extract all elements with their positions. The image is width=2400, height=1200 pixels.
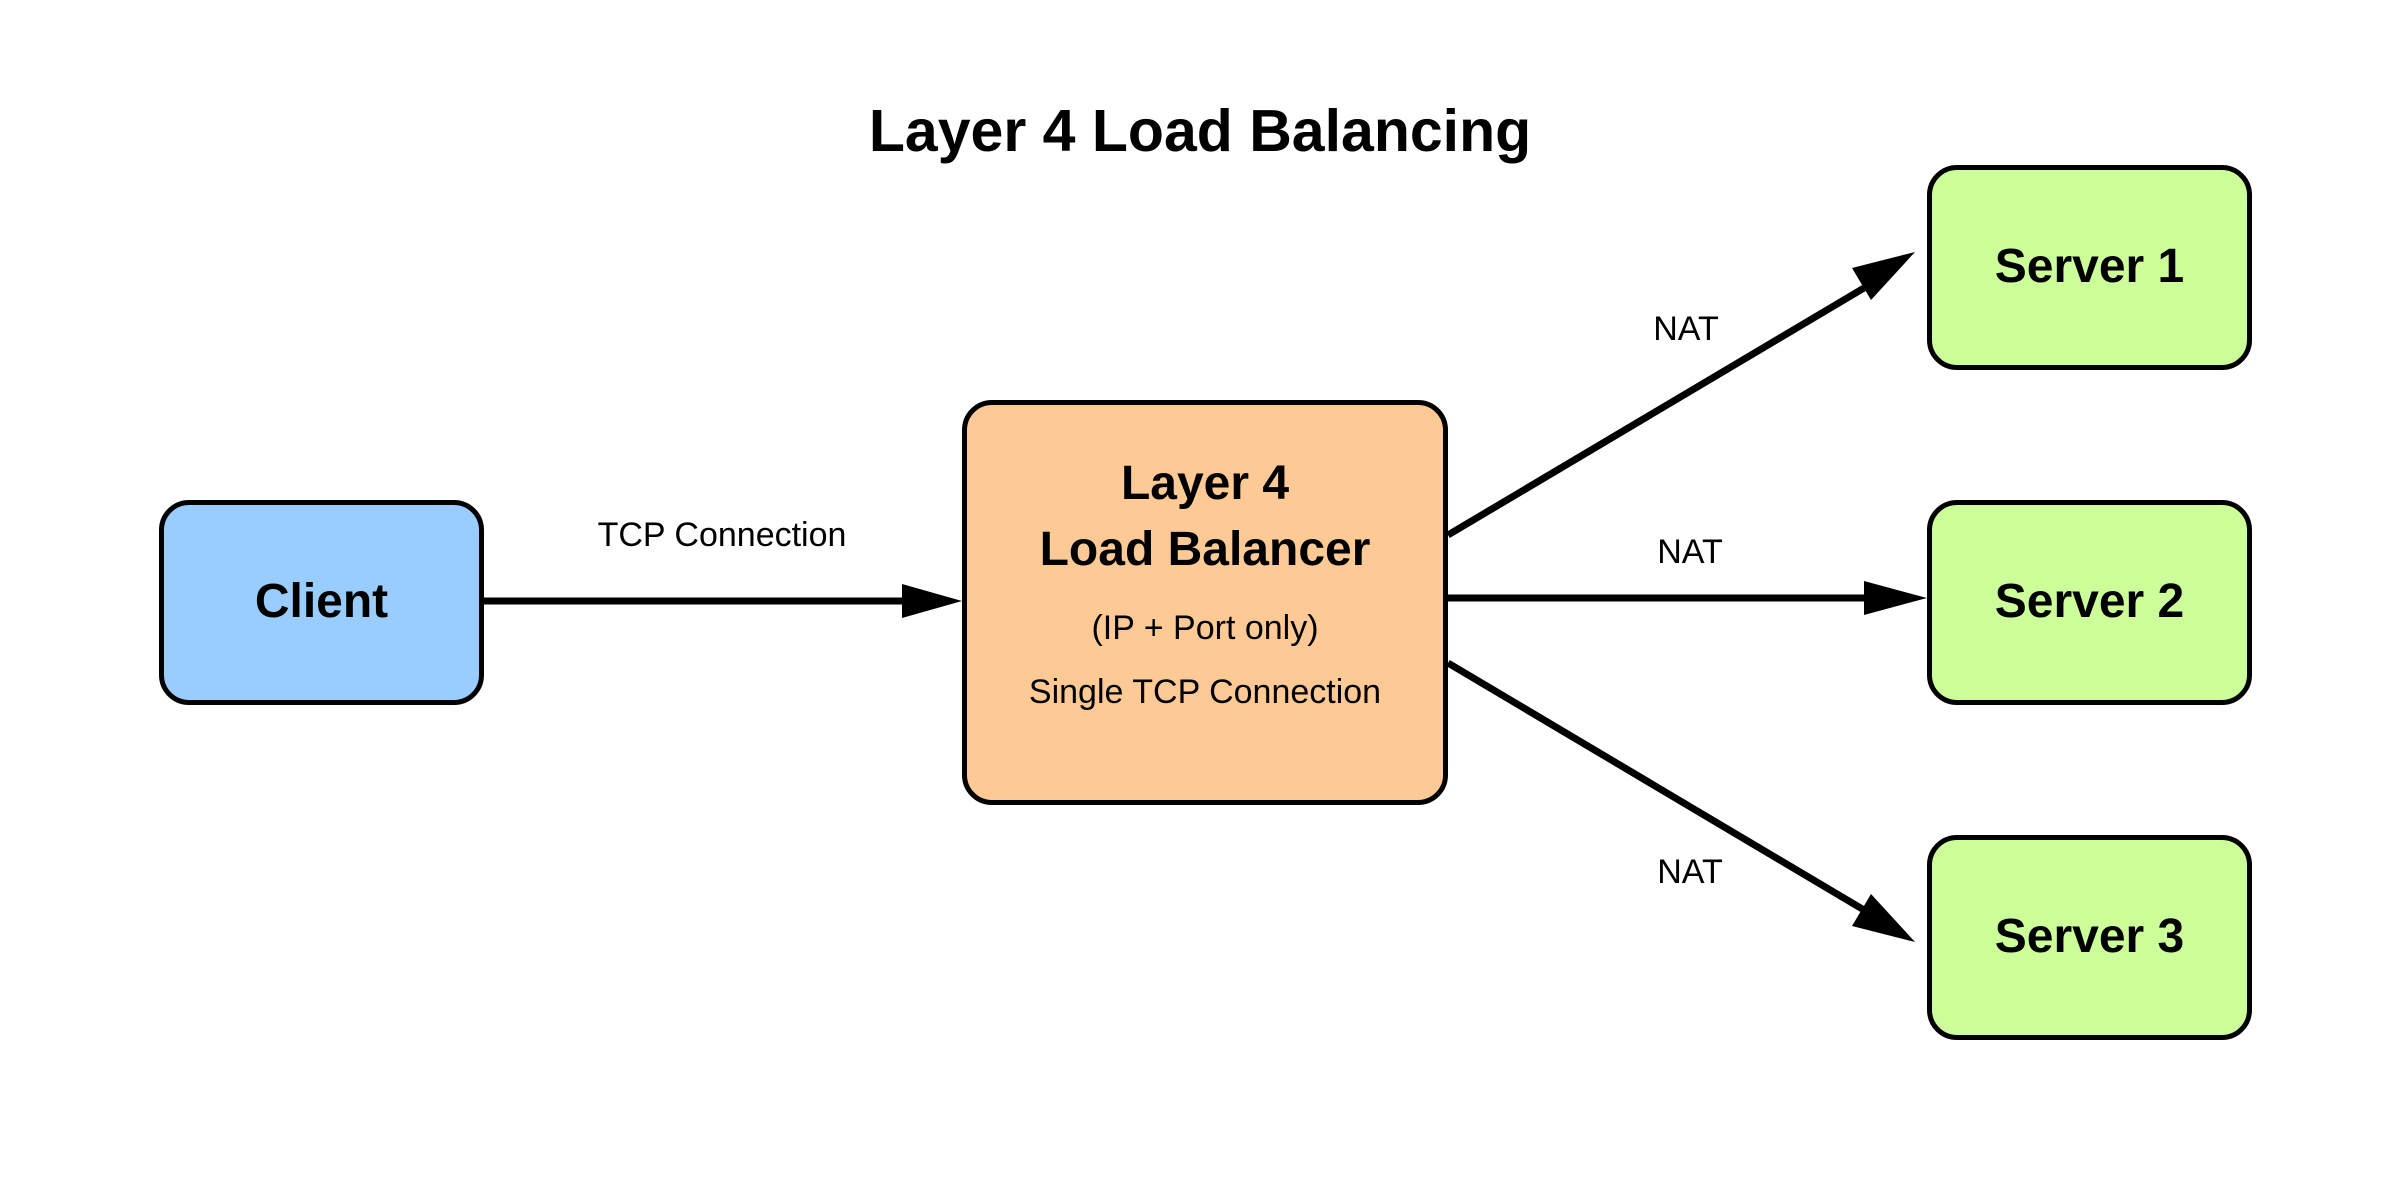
load-balancer-node: Layer 4 Load Balancer (IP + Port only) S…: [962, 400, 1448, 805]
server1-label: Server 1: [1994, 240, 2185, 294]
server3-node: Server 3: [1927, 835, 2252, 1040]
server1-node: Server 1: [1927, 165, 2252, 370]
arrowhead-icon: [1852, 894, 1915, 942]
client-label: Client: [254, 575, 389, 629]
edge-client-to-lb: [484, 584, 962, 618]
server3-label: Server 3: [1994, 910, 2185, 964]
edge-lb-to-server3: [1446, 659, 1915, 942]
load-balancer-title-line1: Layer 4: [1120, 457, 1290, 510]
edge-label-nat-server1: NAT: [1653, 310, 1719, 348]
edge-label-tcp-connection: TCP Connection: [597, 516, 847, 554]
client-node: Client: [159, 500, 484, 705]
diagram-title: Layer 4 Load Balancing: [868, 98, 1532, 164]
arrowhead-icon: [1852, 252, 1915, 300]
edge-label-nat-server3: NAT: [1657, 853, 1723, 891]
load-balancer-subtitle-1: (IP + Port only): [1091, 609, 1319, 647]
edge-lb-to-server2: [1448, 581, 1927, 615]
edge-lb-to-server1: [1446, 252, 1915, 539]
load-balancer-subtitle-2: Single TCP Connection: [1028, 673, 1382, 711]
load-balancer-title-line2: Load Balancer: [1039, 523, 1371, 576]
edge-label-nat-server2: NAT: [1657, 533, 1723, 571]
server2-node: Server 2: [1927, 500, 2252, 705]
arrowhead-icon: [1864, 581, 1927, 615]
server2-label: Server 2: [1994, 575, 2185, 629]
arrowhead-icon: [902, 584, 962, 618]
